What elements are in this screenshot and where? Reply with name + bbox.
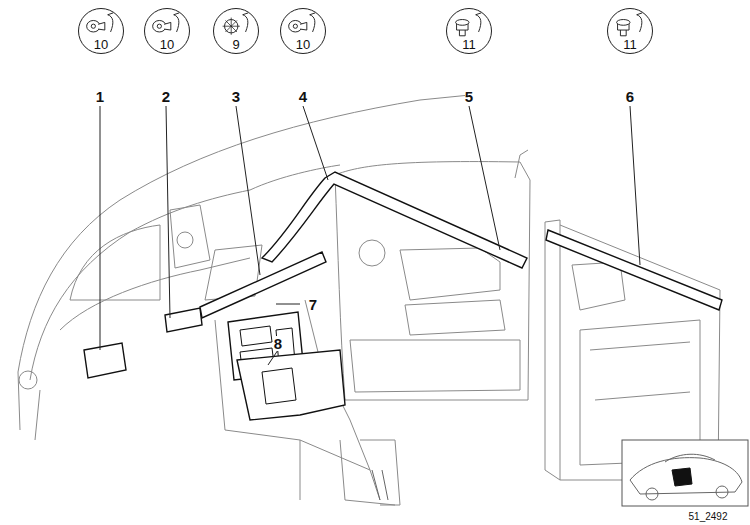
trim-part — [546, 230, 722, 310]
callout-number: 5 — [465, 89, 473, 104]
fastener-circle: 9 — [213, 8, 259, 54]
callout-number: 7 — [309, 297, 317, 312]
callout-number: 4 — [299, 89, 307, 104]
callout-number: 6 — [626, 89, 634, 104]
part-number: 10 — [79, 38, 123, 51]
trim-part — [237, 350, 345, 420]
fastener-circle: 10 — [280, 8, 326, 54]
trim-part — [262, 172, 527, 268]
diagram-code: 51_2492 — [689, 512, 728, 522]
part-number: 10 — [145, 38, 189, 51]
fastener-circle: 10 — [144, 8, 190, 54]
trim-part — [165, 308, 202, 332]
fastener-circle: 10 — [78, 8, 124, 54]
callout-number: 3 — [232, 89, 240, 104]
part-number: 11 — [608, 38, 652, 51]
part-number: 9 — [214, 38, 258, 51]
trim-part — [84, 343, 126, 378]
callout-number: 1 — [96, 89, 104, 104]
callout-number: 2 — [162, 89, 170, 104]
part-number: 10 — [281, 38, 325, 51]
fastener-circle: 11 — [607, 8, 653, 54]
part-number: 11 — [447, 38, 491, 51]
fastener-circle: 11 — [446, 8, 492, 54]
trim-part — [200, 252, 326, 318]
callout-number: 8 — [274, 336, 282, 351]
